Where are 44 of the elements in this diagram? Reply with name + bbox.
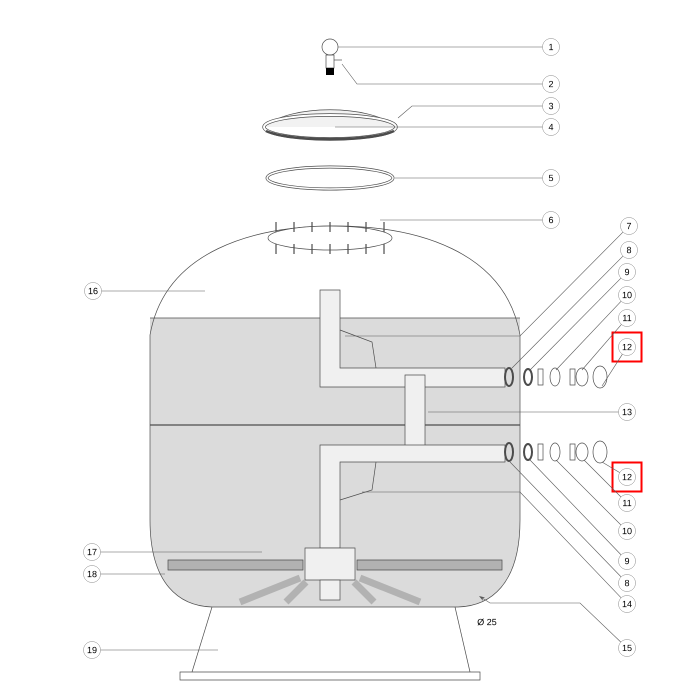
leader-line xyxy=(398,106,543,118)
leader-line xyxy=(342,64,543,84)
callout-number: 14 xyxy=(618,595,636,613)
callout-number: 8 xyxy=(618,574,636,592)
leader-line xyxy=(344,232,624,336)
callout-number: 9 xyxy=(618,263,636,281)
leader-line xyxy=(510,462,622,578)
leader-line xyxy=(582,324,622,370)
callout-number: 4 xyxy=(542,118,560,136)
leader-line xyxy=(338,46,543,48)
highlight-box xyxy=(612,332,643,362)
leader-line xyxy=(584,460,622,498)
leader-line xyxy=(362,492,622,598)
callout-number: 2 xyxy=(542,75,560,93)
callout-number: 12 xyxy=(618,338,636,356)
callout-number: 12 xyxy=(618,468,636,486)
leader-line xyxy=(530,460,622,556)
callout-number: 11 xyxy=(618,494,636,512)
callout-number: 16 xyxy=(84,282,102,300)
callout-number: 1 xyxy=(542,38,560,56)
leader-line xyxy=(530,278,622,370)
leader-line xyxy=(602,462,620,473)
callout-number: 18 xyxy=(83,565,101,583)
leader-line xyxy=(556,301,622,370)
leader-line xyxy=(602,354,623,386)
callout-number: 8 xyxy=(620,241,638,259)
leader-line xyxy=(512,256,624,368)
leader-line xyxy=(101,290,206,292)
callout-number: 6 xyxy=(542,211,560,229)
callout-number: 9 xyxy=(618,552,636,570)
callout-number: 10 xyxy=(618,522,636,540)
callout-number: 3 xyxy=(542,97,560,115)
callout-number: 15 xyxy=(618,639,636,657)
dimension-label: Ø 25 xyxy=(478,618,496,626)
callout-number: 13 xyxy=(618,403,636,421)
callout-number: 5 xyxy=(542,169,560,187)
callout-number: 7 xyxy=(620,217,638,235)
leader-line xyxy=(334,126,543,128)
callout-number: 17 xyxy=(83,543,101,561)
callout-number: 11 xyxy=(618,309,636,327)
highlight-box xyxy=(612,462,643,492)
leader-line xyxy=(556,460,622,526)
callout-number: 19 xyxy=(83,641,101,659)
callout-number: 10 xyxy=(618,286,636,304)
